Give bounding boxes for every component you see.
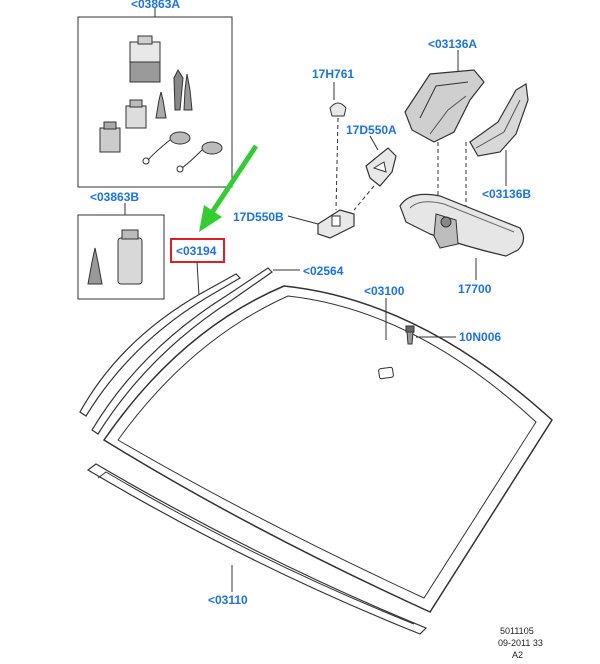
callout-mount-lower[interactable]: 17D550B <box>233 210 284 224</box>
callout-mount-upper[interactable]: 17D550A <box>346 123 397 137</box>
bottom-molding <box>86 463 428 635</box>
windshield <box>102 285 553 613</box>
nozzle-icon <box>155 68 193 119</box>
sensor-pad-icon <box>378 366 394 380</box>
kit-b-box <box>77 214 165 300</box>
callout-mirror-cover-lower[interactable]: <03136B <box>482 187 531 201</box>
kit-a: <03863A <box>77 0 233 188</box>
applicator-pad-icon <box>142 131 223 173</box>
callout-windshield[interactable]: <03100 <box>364 284 405 298</box>
callout-bottom-molding[interactable]: <03110 <box>208 593 248 607</box>
callout-mirror-cover-upper[interactable]: <03136A <box>428 37 477 51</box>
green-pointer-arrow-icon <box>199 144 259 232</box>
mirror-cover-upper <box>404 69 485 143</box>
bracket <box>329 102 347 117</box>
callout-molding-side[interactable]: <02564 <box>303 264 344 278</box>
molding-highlight-group: <03194 <box>170 238 225 297</box>
mount-upper <box>365 147 397 187</box>
mount-lower <box>317 209 355 239</box>
callout-kit-b[interactable]: <03863B <box>90 190 139 204</box>
mirror-cover-lower <box>469 83 529 157</box>
footer-line-3: A2 <box>512 650 523 660</box>
adhesive-tube-icon <box>87 229 143 285</box>
rearview-mirror <box>399 193 525 257</box>
callout-bracket[interactable]: 17H761 <box>312 67 354 81</box>
primer-container-icon <box>99 99 147 153</box>
side-molding-inner <box>91 267 273 435</box>
screw-icon <box>405 325 415 345</box>
side-molding-left <box>79 273 241 417</box>
callout-kit-a[interactable]: <03863A <box>131 0 180 11</box>
footer-line-2: 09-2011 33 <box>498 638 543 648</box>
adhesive-bottle-icon <box>129 35 161 83</box>
diagram-footer: 5011105 09-2011 33 A2 <box>498 626 543 660</box>
callout-molding-highlight[interactable]: <03194 <box>176 244 217 258</box>
callout-screw[interactable]: 10N006 <box>459 330 501 344</box>
footer-line-1: 5011105 <box>500 626 534 636</box>
callout-mirror[interactable]: 17700 <box>458 282 492 296</box>
kit-b: <03863B <box>77 190 165 300</box>
